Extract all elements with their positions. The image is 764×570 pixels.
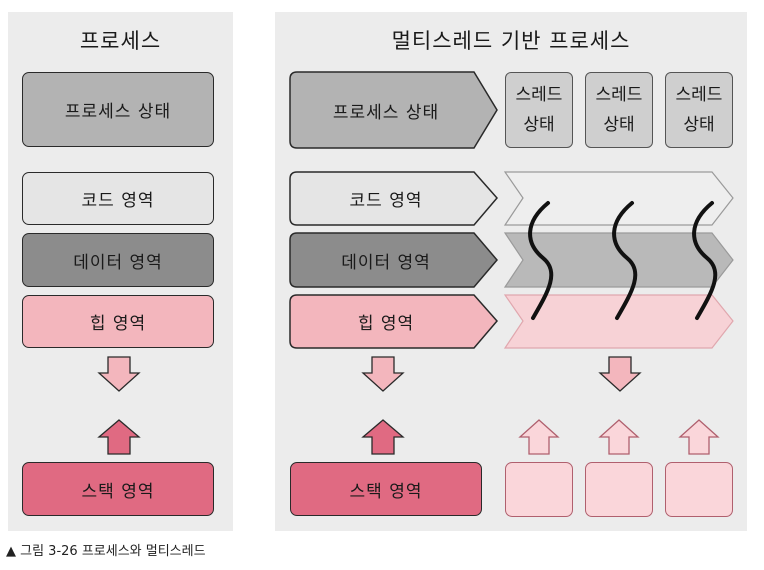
- left-heap-area-box: 힙 영역: [22, 295, 214, 348]
- left-down-arrow: [97, 356, 141, 392]
- right-data-area-arrow: [289, 232, 498, 288]
- left-code-area-box: 코드 영역: [22, 172, 214, 225]
- left-title: 프로세스: [79, 29, 162, 53]
- thread-state-box-2: 스레드 상태: [585, 72, 653, 148]
- right-up-arrow: [361, 419, 405, 455]
- code-area-band: [503, 171, 734, 226]
- right-down-arrow: [361, 356, 405, 392]
- right-heap-area-arrow: [289, 294, 498, 349]
- data-area-band: [503, 232, 734, 288]
- heap-area-band: [503, 294, 734, 349]
- thread-line-1: [528, 201, 554, 320]
- thread-line-2: [612, 201, 638, 320]
- right-stack-area-box: 스택 영역: [290, 462, 482, 516]
- figure-caption: ▲ 그림 3-26 프로세스와 멀티스레드: [6, 544, 206, 559]
- thread-stack-box-2: [585, 462, 653, 517]
- thread-state-box-1: 스레드 상태: [505, 72, 573, 148]
- thread-up-arrow-1: [518, 419, 560, 455]
- left-data-area-box: 데이터 영역: [22, 233, 214, 287]
- right-code-area-arrow: [289, 171, 498, 226]
- thread-state-box-3: 스레드 상태: [665, 72, 733, 148]
- thread-line-3: [692, 201, 718, 320]
- right-title: 멀티스레드 기반 프로세스: [391, 29, 631, 53]
- right-process-state-arrow: [289, 71, 498, 149]
- thread-stack-box-1: [505, 462, 573, 517]
- left-stack-area-box: 스택 영역: [22, 462, 214, 516]
- thread-down-arrow: [598, 356, 642, 392]
- left-process-state-box: 프로세스 상태: [22, 72, 214, 147]
- thread-up-arrow-2: [598, 419, 640, 455]
- thread-stack-box-3: [665, 462, 733, 517]
- left-up-arrow: [97, 419, 141, 455]
- thread-up-arrow-3: [678, 419, 720, 455]
